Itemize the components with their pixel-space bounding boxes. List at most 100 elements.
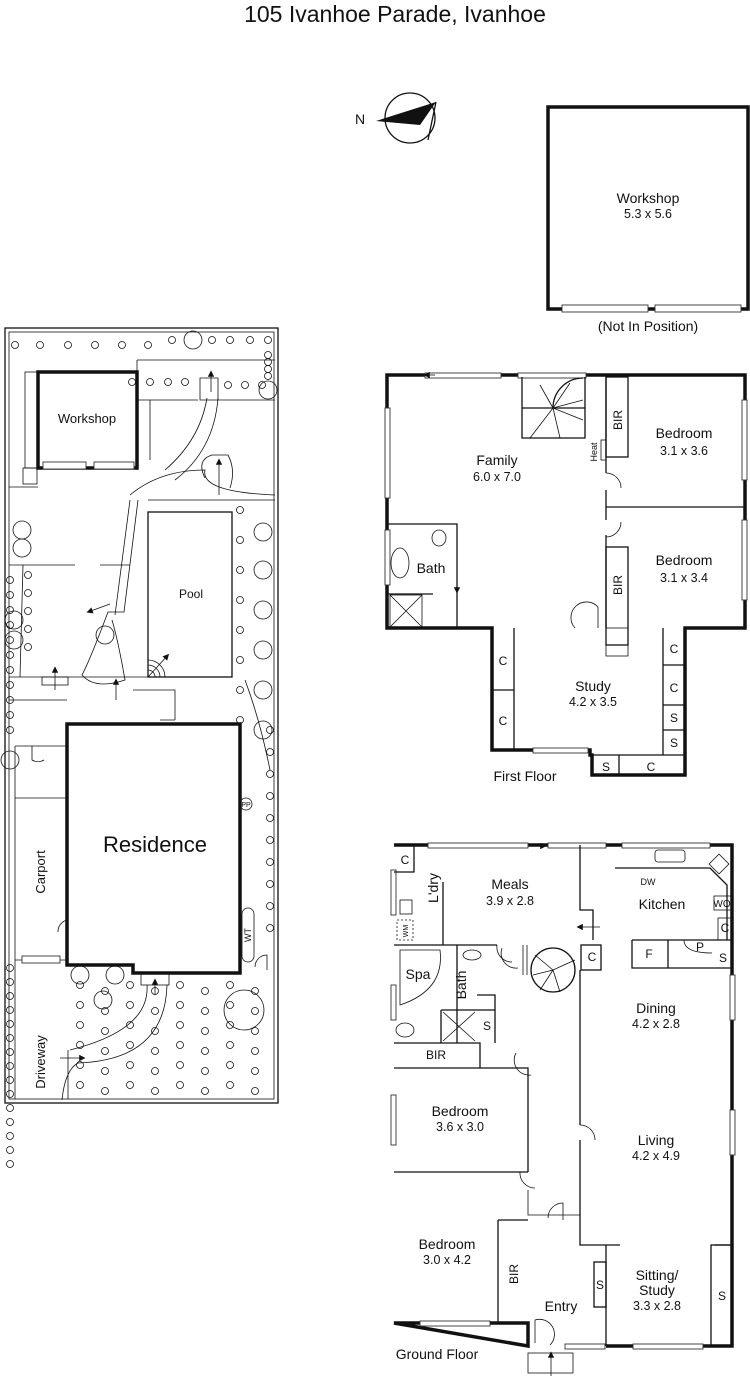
workshop-note: (Not In Position) <box>598 318 698 334</box>
shrub-icon <box>266 902 274 910</box>
shrub-icon <box>151 1067 159 1075</box>
shrub-icon <box>226 1041 234 1049</box>
shrub-icon <box>24 625 32 633</box>
pp-marker <box>239 797 253 811</box>
shrub-icon <box>64 341 72 349</box>
shrub-icon <box>251 1007 259 1015</box>
cupboard-label: C <box>670 681 679 695</box>
pantry-label: P <box>696 940 704 954</box>
tree-icon <box>70 965 90 985</box>
shrub-icon <box>118 341 126 349</box>
ground-floor-plan: Meals 3.9 x 2.8 Kitchen DW WO C C L'dry … <box>390 842 736 1376</box>
shelf-label: S <box>602 760 610 774</box>
cupboard-label: C <box>670 642 679 656</box>
shrub-icon <box>264 365 272 373</box>
shrub-icon <box>151 1027 159 1035</box>
shrub-icon <box>24 643 32 651</box>
shrub-icon <box>146 378 154 386</box>
tree-icon <box>0 750 20 770</box>
shrub-icon <box>236 506 244 514</box>
study-size: 4.2 x 3.5 <box>569 695 617 709</box>
shrub-icon <box>251 987 259 995</box>
shrub-icon <box>251 1027 259 1035</box>
shrub-icon <box>76 1081 84 1089</box>
shrub-icon <box>6 992 14 1000</box>
shrub-icon <box>144 341 152 349</box>
shrub-icon <box>151 987 159 995</box>
spa-label: Spa <box>406 966 431 982</box>
shrub-icon <box>6 1118 14 1126</box>
shrub-icon <box>264 336 272 344</box>
tree-icon <box>183 330 203 350</box>
shrub-icon <box>266 880 274 888</box>
shrub-icon <box>168 336 176 344</box>
shrub-icon <box>6 1034 14 1042</box>
cupboard-label: C <box>401 853 410 867</box>
shelf-label: S <box>670 711 678 725</box>
residence-label: Residence <box>103 832 207 857</box>
shrub-icon <box>101 1027 109 1035</box>
shrub-icon <box>6 1076 14 1084</box>
shrub-icon <box>236 716 244 724</box>
pp-label: PP <box>241 802 251 809</box>
tree-icon <box>253 560 273 580</box>
shrub-icon <box>76 1061 84 1069</box>
tree-icon <box>105 965 125 985</box>
trees <box>0 330 278 1168</box>
shrub-icon <box>236 566 244 574</box>
shrub-icon <box>176 981 184 989</box>
shrub-icon <box>6 1104 14 1112</box>
shrub-icon <box>236 596 244 604</box>
shrub-icon <box>6 666 14 674</box>
cupboard-label: C <box>588 950 597 964</box>
shrub-icon <box>6 726 14 734</box>
shelf-label: S <box>483 1019 491 1033</box>
shrub-icon <box>6 1132 14 1140</box>
shrub-icon <box>24 607 32 615</box>
shrub-icon <box>201 1027 209 1035</box>
shrub-icon <box>266 814 274 822</box>
bir-label: BIR <box>426 1048 446 1062</box>
tree-icon <box>12 538 32 558</box>
shrub-icon <box>258 381 266 389</box>
shrub-icon <box>76 981 84 989</box>
shrub-icon <box>201 1047 209 1055</box>
shrub-icon <box>6 1090 14 1098</box>
shrub-icon <box>224 381 232 389</box>
first-floor-plan: Family 6.0 x 7.0 Bedroom 3.1 x 3.6 Bedro… <box>384 371 748 784</box>
shrub-icon <box>126 1021 134 1029</box>
shrub-icon <box>201 1087 209 1095</box>
shrub-icon <box>251 1087 259 1095</box>
bedroom-size: 3.1 x 3.4 <box>660 571 708 585</box>
shrub-icon <box>151 1047 159 1055</box>
shrub-icon <box>266 792 274 800</box>
first-floor-label: First Floor <box>494 768 557 784</box>
bedroom-label: Bedroom <box>419 1236 476 1252</box>
shrub-icon <box>6 1020 14 1028</box>
bedroom-label: Bedroom <box>656 552 713 568</box>
shrub-icon <box>6 696 14 704</box>
shrub-icon <box>6 651 14 659</box>
shrub-icon <box>6 576 14 584</box>
shrub-icon <box>266 924 274 932</box>
shrub-icon <box>226 981 234 989</box>
shelf-label: S <box>596 1278 604 1292</box>
tree-icon <box>4 610 24 630</box>
meals-label: Meals <box>491 876 528 892</box>
water-tank <box>241 907 255 963</box>
shrub-icon <box>201 987 209 995</box>
bir-label: BIR <box>611 410 625 430</box>
detached-workshop: Workshop 5.3 x 5.6 (Not In Position) <box>546 105 750 334</box>
tree-icon <box>93 990 113 1010</box>
bedroom-size: 3.6 x 3.0 <box>436 1120 484 1134</box>
tree-icon <box>95 625 115 645</box>
shrub-icon <box>251 1067 259 1075</box>
family-label: Family <box>476 452 517 468</box>
shrub-icon <box>101 1047 109 1055</box>
shrub-icon <box>176 1001 184 1009</box>
shrub-icon <box>236 686 244 694</box>
tree-icon <box>258 380 278 400</box>
tree-icon <box>253 600 273 620</box>
shrub-icon <box>6 964 14 972</box>
shrub-icon <box>36 341 44 349</box>
